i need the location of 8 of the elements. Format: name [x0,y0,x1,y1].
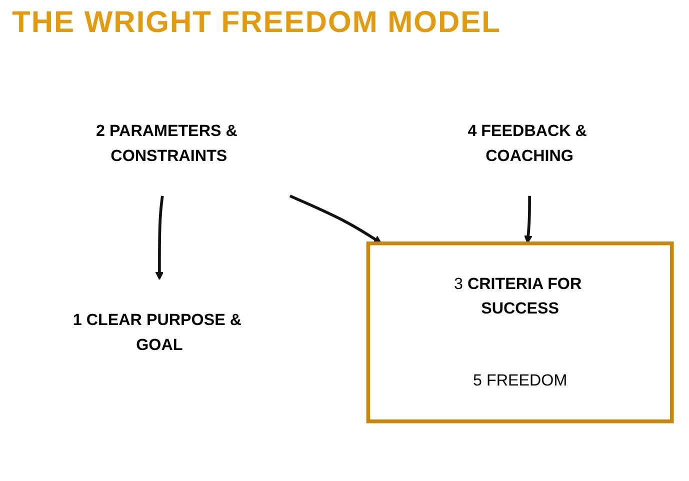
node-text: 4 FEEDBACK & COACHING [468,122,587,164]
arrow [524,196,532,244]
arrow [155,196,164,280]
arrow [289,194,382,244]
diagram-title: THE WRIGHT FREEDOM MODEL [12,6,502,40]
node-text: 1 CLEAR PURPOSE & GOAL [72,311,242,354]
node-box: 3 CRITERIA FOR SUCCESS 5 FREEDOM [366,242,674,424]
node-text: 2 PARAMETERS & CONSTRAINTS [96,122,238,164]
